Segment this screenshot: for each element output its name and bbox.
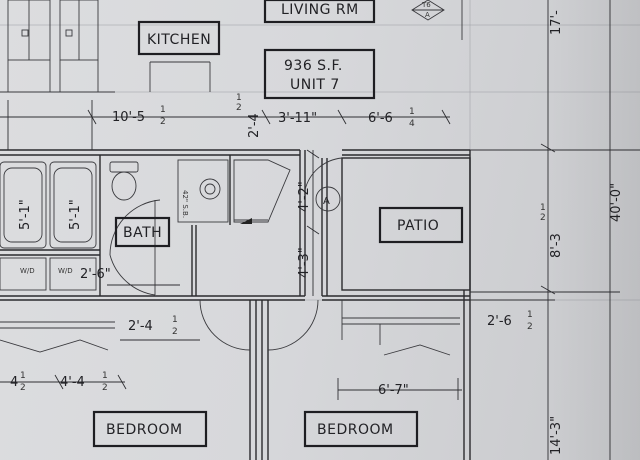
dim-8-3-num: 1: [540, 203, 546, 213]
dim-14-3: 14'-3": [549, 416, 564, 455]
dim-6-6-den: 4: [409, 119, 415, 129]
washer-dryer-units: W/D W/D: [0, 257, 97, 291]
dim-4-4-num: 1: [102, 371, 108, 381]
dim-2-4-den: 2: [236, 103, 242, 113]
bedroom-right-label-box: [303, 410, 419, 448]
unit-label-box: [263, 48, 376, 100]
patio-label: PATIO: [397, 218, 439, 234]
dim-2-4-b-num: 1: [172, 315, 178, 325]
sink-note: 42" S.B.: [181, 190, 189, 218]
dim-6-7: 6'-7": [378, 383, 409, 398]
bedroom-left-label: BEDROOM: [106, 422, 183, 438]
dim-17: 17'-: [549, 10, 564, 35]
kitchen-label-box: [137, 20, 221, 56]
dim-partial-left-den: 2: [20, 383, 26, 393]
dim-6-6: 6'-6: [368, 111, 393, 126]
dim-partial-left: 4: [10, 375, 18, 390]
dimension-line-corridor: [107, 149, 320, 341]
dim-2-4: 2'-4: [247, 113, 262, 138]
bath-label-box: [114, 216, 171, 248]
dim-2-6: 2'-6": [80, 267, 111, 282]
kitchen-counter: [149, 61, 211, 92]
dim-2-4-b-den: 2: [172, 327, 178, 337]
toilet: [109, 161, 139, 201]
dimension-line-bottom: [0, 299, 555, 400]
bathtubs: [0, 161, 97, 249]
dim-partial-left-num: 1: [20, 371, 26, 381]
dim-5-1-b: 5'-1": [68, 199, 83, 230]
unit-area: 936 S.F.: [284, 58, 343, 74]
dim-4-4-den: 2: [102, 383, 108, 393]
dim-4-2: 4'-2": [297, 181, 312, 212]
bedroom-right-label: BEDROOM: [317, 422, 394, 438]
unit-name: UNIT 7: [290, 77, 340, 93]
sink: 42" S.B.: [177, 159, 229, 223]
dim-10-5: 10'-5: [112, 110, 145, 125]
dim-8-3: 8'-3: [549, 233, 564, 258]
dim-2-4-b: 2'-4: [128, 319, 153, 334]
dim-5-1-a: 5'-1": [18, 199, 33, 230]
dim-6-6-num: 1: [409, 107, 415, 117]
wd-label-1: W/D: [20, 267, 35, 275]
section-marker-top: T6 A: [411, 0, 445, 21]
kitchen-label: KITCHEN: [147, 32, 211, 48]
dim-40-0: 40'-0": [609, 183, 624, 222]
marker-a: A: [323, 196, 330, 207]
dim-2-6-b-num: 1: [527, 310, 533, 320]
closet-doors: [0, 0, 115, 93]
dim-10-5-num: 1: [160, 105, 166, 115]
dim-2-4-num: 1: [236, 93, 242, 103]
dim-3-11: 3'-11": [278, 111, 317, 126]
living-room-label-box: [263, 0, 376, 24]
dimension-line-right: [460, 0, 640, 460]
dim-4-4: 4'-4: [60, 375, 85, 390]
dim-10-5-den: 2: [160, 117, 166, 127]
hall-closet: [233, 159, 291, 224]
dim-2-6-b: 2'-6: [487, 314, 512, 329]
bedroom-closets: [0, 300, 460, 356]
dim-4-3: 4'-3": [297, 247, 312, 278]
marker-top-letter: A: [425, 11, 430, 19]
patio-label-box: [378, 206, 464, 244]
living-room-label: LIVING RM: [281, 2, 359, 18]
walls: [0, 149, 471, 460]
bath-label: BATH: [123, 225, 162, 241]
dimension-line-top: [0, 100, 451, 150]
bedroom-left-label-box: [92, 410, 208, 448]
door-swings: A: [199, 157, 343, 351]
bath-door-swing: [109, 199, 161, 296]
wd-label-2: W/D: [58, 267, 73, 275]
marker-top-number: T6: [421, 1, 431, 9]
dim-2-6-b-den: 2: [527, 322, 533, 332]
dim-8-3-den: 2: [540, 213, 546, 223]
